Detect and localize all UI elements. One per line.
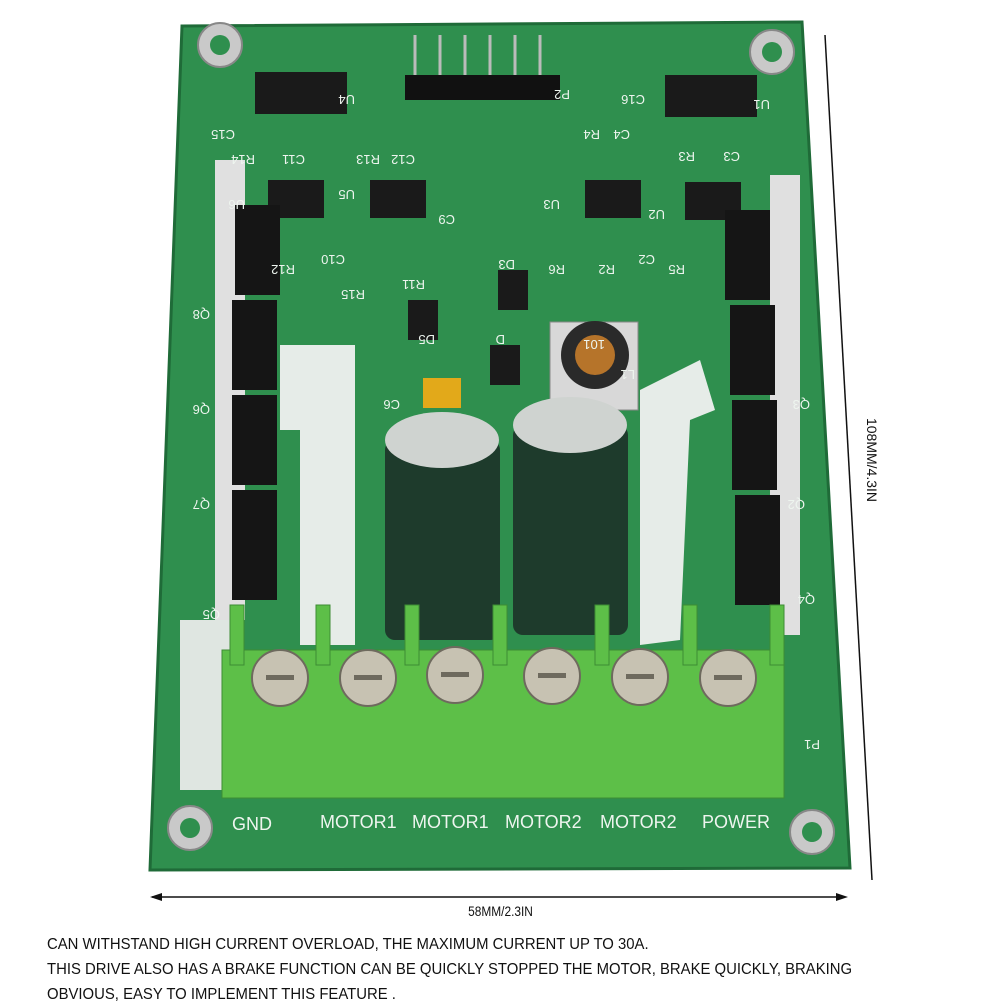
- description-line: CAN WITHSTAND HIGH CURRENT OVERLOAD, THE…: [47, 936, 649, 953]
- svg-text:R5: R5: [668, 262, 685, 277]
- svg-text:R6: R6: [548, 262, 565, 277]
- description-line: OBVIOUS, EASY TO IMPLEMENT THIS FEATURE …: [47, 986, 396, 1003]
- terminal-label-motor2: MOTOR2: [600, 812, 677, 832]
- svg-text:U1: U1: [753, 97, 770, 112]
- svg-text:R2: R2: [598, 262, 615, 277]
- tantalum-capacitor-c6: [423, 378, 461, 408]
- svg-text:C9: C9: [438, 212, 455, 227]
- mosfets: [215, 160, 800, 635]
- svg-text:C6: C6: [383, 397, 400, 412]
- svg-text:R12: R12: [271, 262, 295, 277]
- screw-slots: [266, 672, 742, 680]
- pin-header-p2: [405, 75, 560, 100]
- svg-text:R13: R13: [356, 152, 380, 167]
- svg-text:Q3: Q3: [793, 397, 810, 412]
- component-silkscreen: U4 U1 P2 C15 C16 R14 C11 R13 C12 R4 C4 R…: [193, 87, 820, 752]
- svg-text:P2: P2: [554, 87, 570, 102]
- header-pins: [413, 35, 542, 75]
- width-dimension-label: 58MM/2.3IN: [468, 903, 533, 919]
- power-trace: [280, 345, 355, 645]
- svg-text:C4: C4: [613, 127, 630, 142]
- height-dimension-label: 108MM/4.3IN: [864, 417, 880, 503]
- svg-text:U4: U4: [338, 92, 355, 107]
- description-line: THIS DRIVE ALSO HAS A BRAKE FUNCTION CAN…: [47, 961, 853, 978]
- svg-text:L1: L1: [621, 367, 635, 382]
- svg-text:U3: U3: [543, 197, 560, 212]
- power-trace: [180, 620, 230, 790]
- svg-text:D: D: [496, 332, 505, 347]
- svg-text:C2: C2: [638, 252, 655, 267]
- terminal-dividers: [229, 604, 785, 666]
- svg-text:D3: D3: [498, 257, 515, 272]
- electrolytic-capacitors: [385, 397, 628, 640]
- svg-text:C15: C15: [211, 127, 235, 142]
- svg-text:Q8: Q8: [193, 307, 210, 322]
- svg-text:C12: C12: [391, 152, 415, 167]
- svg-text:C11: C11: [282, 152, 305, 167]
- terminal-label-motor1: MOTOR1: [412, 812, 489, 832]
- terminal-label-power: POWER: [702, 812, 770, 832]
- svg-text:Q5: Q5: [203, 607, 220, 622]
- svg-text:U2: U2: [648, 207, 665, 222]
- svg-text:R11: R11: [402, 277, 425, 292]
- svg-text:C3: C3: [723, 149, 740, 164]
- product-description: CAN WITHSTAND HIGH CURRENT OVERLOAD, THE…: [47, 932, 940, 1007]
- ic-chips: [255, 72, 757, 385]
- dimension-arrows: [152, 34, 873, 898]
- terminal-label-gnd: GND: [232, 814, 272, 834]
- svg-text:Q7: Q7: [193, 497, 210, 512]
- terminal-screws: [251, 646, 757, 707]
- svg-text:P1: P1: [804, 737, 820, 752]
- terminal-label-motor1: MOTOR1: [320, 812, 397, 832]
- svg-text:C10: C10: [321, 252, 345, 267]
- svg-text:101: 101: [583, 337, 605, 352]
- svg-text:C16: C16: [621, 92, 645, 107]
- svg-text:R4: R4: [583, 127, 600, 142]
- svg-text:Q4: Q4: [798, 592, 815, 607]
- svg-text:U5: U5: [338, 187, 355, 202]
- terminal-label-motor2: MOTOR2: [505, 812, 582, 832]
- svg-text:R14: R14: [231, 152, 255, 167]
- svg-text:Q2: Q2: [788, 497, 805, 512]
- svg-text:Q6: Q6: [193, 402, 210, 417]
- svg-text:R15: R15: [341, 287, 365, 302]
- terminal-block: [221, 649, 785, 799]
- svg-text:D5: D5: [418, 332, 435, 347]
- power-trace: [640, 360, 715, 645]
- svg-text:R3: R3: [678, 149, 695, 164]
- svg-text:U6: U6: [228, 197, 245, 212]
